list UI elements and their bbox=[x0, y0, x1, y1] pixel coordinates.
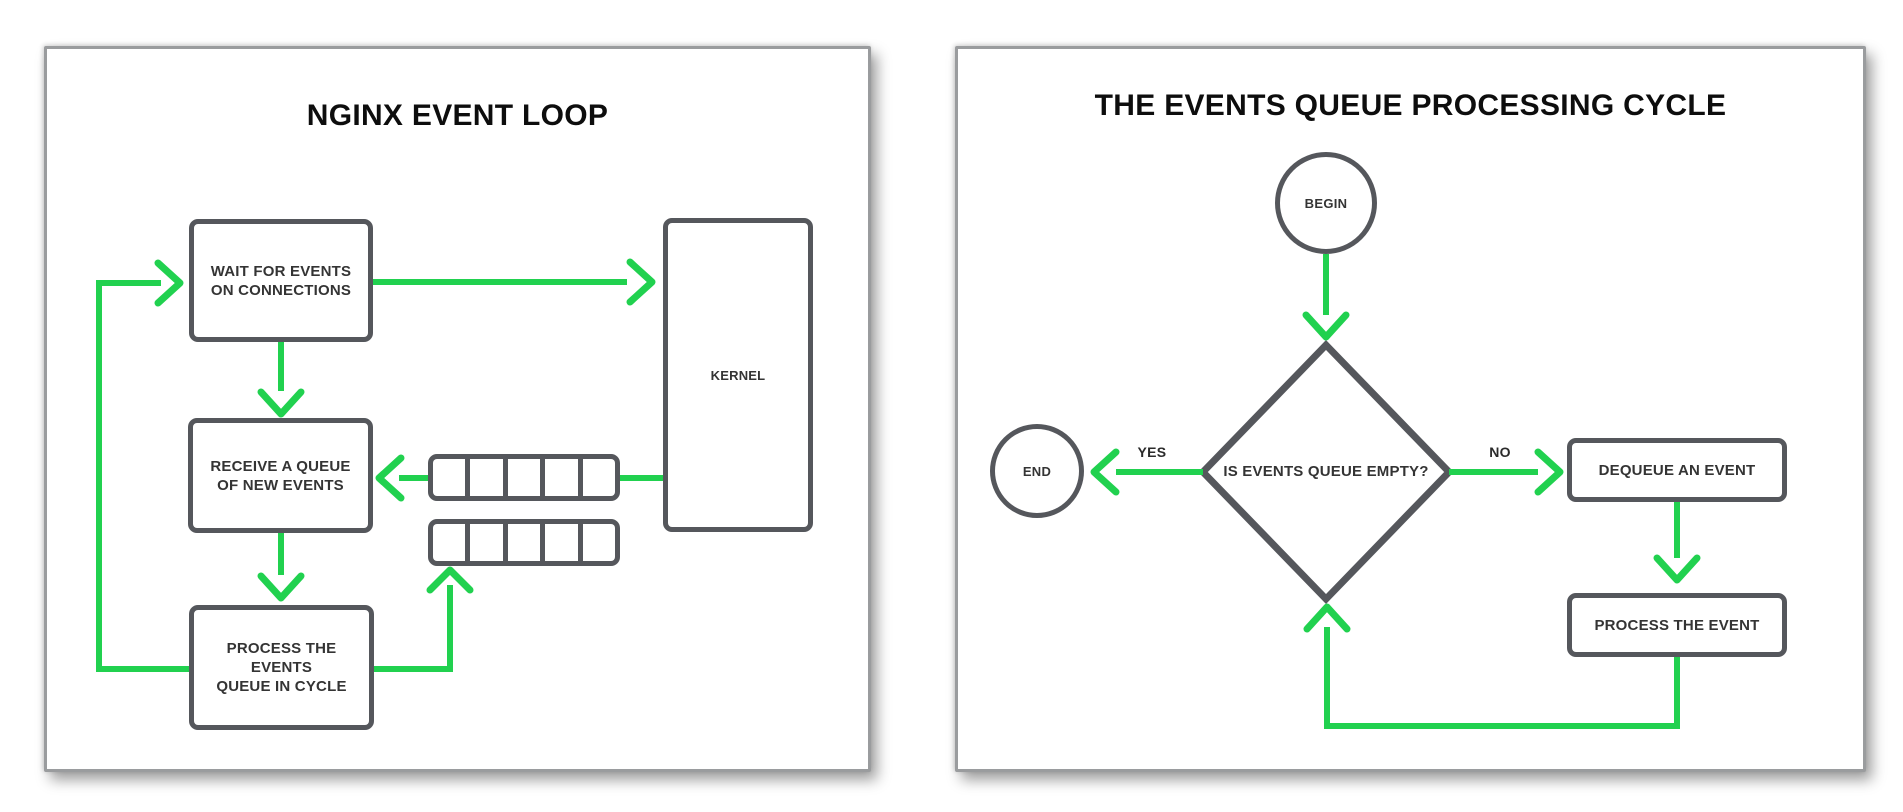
queue-cell bbox=[433, 524, 466, 561]
cycle-flow-arrows bbox=[1090, 254, 1701, 729]
process-events-node: PROCESS THE EVENTS QUEUE IN CYCLE bbox=[189, 605, 374, 730]
queue-cell bbox=[545, 524, 578, 561]
queue-cell bbox=[507, 524, 541, 561]
end-node: END bbox=[990, 424, 1084, 518]
queue-cell bbox=[545, 459, 578, 496]
queue-cell bbox=[433, 459, 466, 496]
arrowhead-into-wait bbox=[154, 259, 184, 307]
event-queue-strip-2 bbox=[428, 519, 620, 566]
event-queue-strip-1 bbox=[428, 454, 620, 501]
wait-for-events-node: WAIT FOR EVENTS ON CONNECTIONS bbox=[189, 219, 373, 342]
dequeue-event-node: DEQUEUE AN EVENT bbox=[1567, 438, 1787, 502]
queue-cell bbox=[582, 524, 615, 561]
queue-cell bbox=[582, 459, 615, 496]
arrowhead-into-dequeue bbox=[1534, 448, 1564, 496]
begin-node: BEGIN bbox=[1275, 152, 1377, 254]
nginx-event-loop-canvas: NGINX EVENT LOOP WAIT FOR EVENTS ON CONN… bbox=[47, 49, 868, 769]
left-panel-title: NGINX EVENT LOOP bbox=[306, 99, 609, 132]
events-queue-cycle-canvas: THE EVENTS QUEUE PROCESSING CYCLE BEGIN … bbox=[958, 49, 1863, 769]
arrowhead-into-end bbox=[1090, 448, 1120, 496]
yes-edge-label: YES bbox=[1137, 444, 1167, 460]
arrowhead-into-process-event bbox=[1653, 554, 1701, 584]
queue-cell bbox=[470, 459, 503, 496]
receive-queue-node: RECEIVE A QUEUE OF NEW EVENTS bbox=[188, 418, 373, 533]
arrowhead-into-diamond bbox=[1302, 311, 1350, 341]
loop-back-line bbox=[96, 280, 189, 672]
arrowhead-into-receive-from-queue bbox=[375, 454, 405, 502]
process-to-queue-line bbox=[374, 585, 453, 672]
arrowhead-into-kernel bbox=[626, 258, 656, 306]
queue-cell bbox=[507, 459, 541, 496]
arrowhead-into-diamond-bottom bbox=[1303, 603, 1351, 633]
process-event-node: PROCESS THE EVENT bbox=[1567, 593, 1787, 657]
queue-cell bbox=[470, 524, 503, 561]
arrowhead-into-queue2 bbox=[426, 566, 474, 594]
events-queue-cycle-panel: THE EVENTS QUEUE PROCESSING CYCLE BEGIN … bbox=[955, 46, 1866, 772]
kernel-node: KERNEL bbox=[663, 218, 813, 532]
right-panel-title: THE EVENTS QUEUE PROCESSING CYCLE bbox=[1094, 89, 1727, 122]
decision-question-label: IS EVENTS QUEUE EMPTY? bbox=[1223, 463, 1429, 480]
arrowhead-into-receive bbox=[257, 388, 305, 418]
arrowhead-into-process bbox=[257, 572, 305, 602]
nginx-event-loop-panel: NGINX EVENT LOOP WAIT FOR EVENTS ON CONN… bbox=[44, 46, 871, 772]
no-edge-label: NO bbox=[1489, 444, 1511, 460]
